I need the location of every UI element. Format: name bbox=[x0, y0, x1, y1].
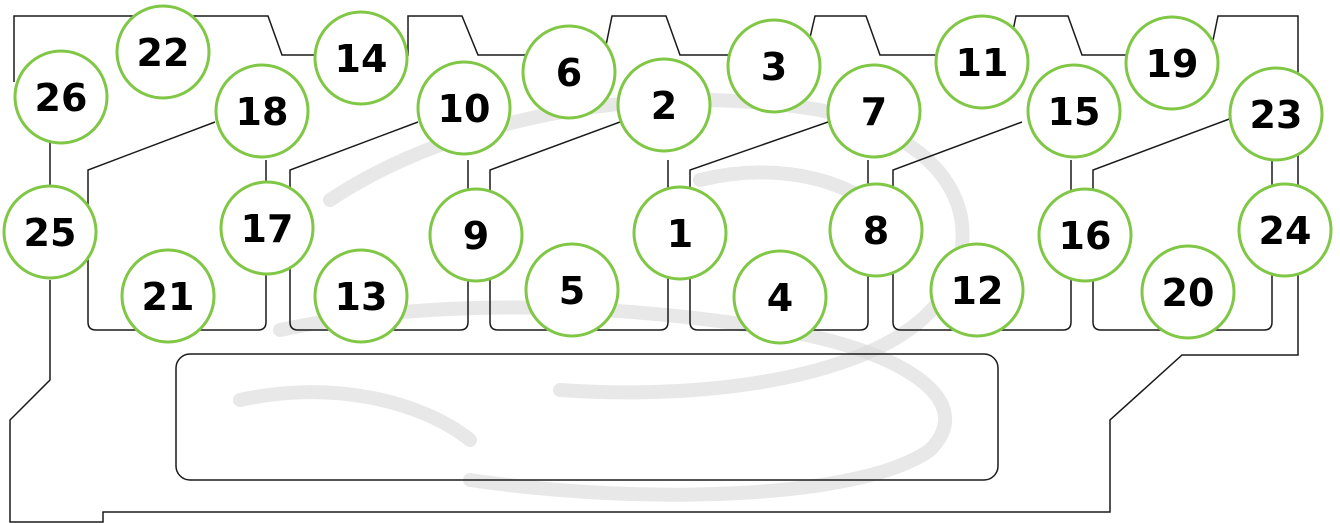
seat-number: 7 bbox=[861, 90, 887, 134]
seat-number: 23 bbox=[1250, 93, 1303, 137]
seat-number: 6 bbox=[556, 51, 582, 95]
seat-number: 18 bbox=[236, 90, 289, 134]
seat-number: 14 bbox=[335, 37, 388, 81]
seat-19: 19 bbox=[1126, 17, 1218, 109]
seat-number: 20 bbox=[1162, 271, 1215, 315]
seat-24: 24 bbox=[1239, 184, 1331, 276]
seat-11: 11 bbox=[936, 16, 1028, 108]
seat-number: 24 bbox=[1259, 209, 1312, 253]
seat-number: 21 bbox=[142, 275, 195, 319]
seat-21: 21 bbox=[122, 250, 214, 342]
front-bench bbox=[176, 354, 998, 480]
seat-number: 5 bbox=[559, 269, 585, 313]
seat-18: 18 bbox=[216, 65, 308, 157]
seat-number: 25 bbox=[24, 211, 77, 255]
seat-3: 3 bbox=[728, 20, 820, 112]
seat-26: 26 bbox=[15, 51, 107, 143]
seat-number: 1 bbox=[667, 212, 693, 256]
seat-number: 15 bbox=[1048, 90, 1101, 134]
seat-4: 4 bbox=[734, 251, 826, 343]
seat-14: 14 bbox=[315, 12, 407, 104]
seat-number: 22 bbox=[137, 31, 190, 75]
seat-number: 12 bbox=[951, 269, 1004, 313]
seat-number: 2 bbox=[651, 84, 677, 128]
seat-number: 4 bbox=[767, 276, 793, 320]
seat-1: 1 bbox=[634, 187, 726, 279]
seat-7: 7 bbox=[828, 65, 920, 157]
seat-number: 11 bbox=[956, 41, 1009, 85]
seat-17: 17 bbox=[221, 182, 313, 274]
seat-2: 2 bbox=[618, 59, 710, 151]
seat-number: 16 bbox=[1059, 214, 1112, 258]
seat-12: 12 bbox=[931, 244, 1023, 336]
seat-9: 9 bbox=[430, 189, 522, 281]
seat-10: 10 bbox=[418, 62, 510, 154]
seat-20: 20 bbox=[1142, 246, 1234, 338]
seat-number: 10 bbox=[438, 87, 491, 131]
seat-6: 6 bbox=[523, 26, 615, 118]
seat-number: 13 bbox=[335, 275, 388, 319]
seat-13: 13 bbox=[315, 250, 407, 342]
seat-25: 25 bbox=[4, 186, 96, 278]
seat-number: 19 bbox=[1146, 42, 1199, 86]
seat-8: 8 bbox=[830, 184, 922, 276]
table-outlines bbox=[88, 118, 1272, 480]
seat-number: 26 bbox=[35, 76, 88, 120]
seat-23: 23 bbox=[1230, 68, 1322, 160]
seat-number: 8 bbox=[863, 209, 889, 253]
seat-22: 22 bbox=[117, 6, 209, 98]
seat-number: 17 bbox=[241, 207, 294, 251]
seat-16: 16 bbox=[1039, 189, 1131, 281]
seat-15: 15 bbox=[1028, 65, 1120, 157]
seat-number: 3 bbox=[761, 45, 787, 89]
seat-5: 5 bbox=[526, 244, 618, 336]
seat-number: 9 bbox=[463, 214, 489, 258]
